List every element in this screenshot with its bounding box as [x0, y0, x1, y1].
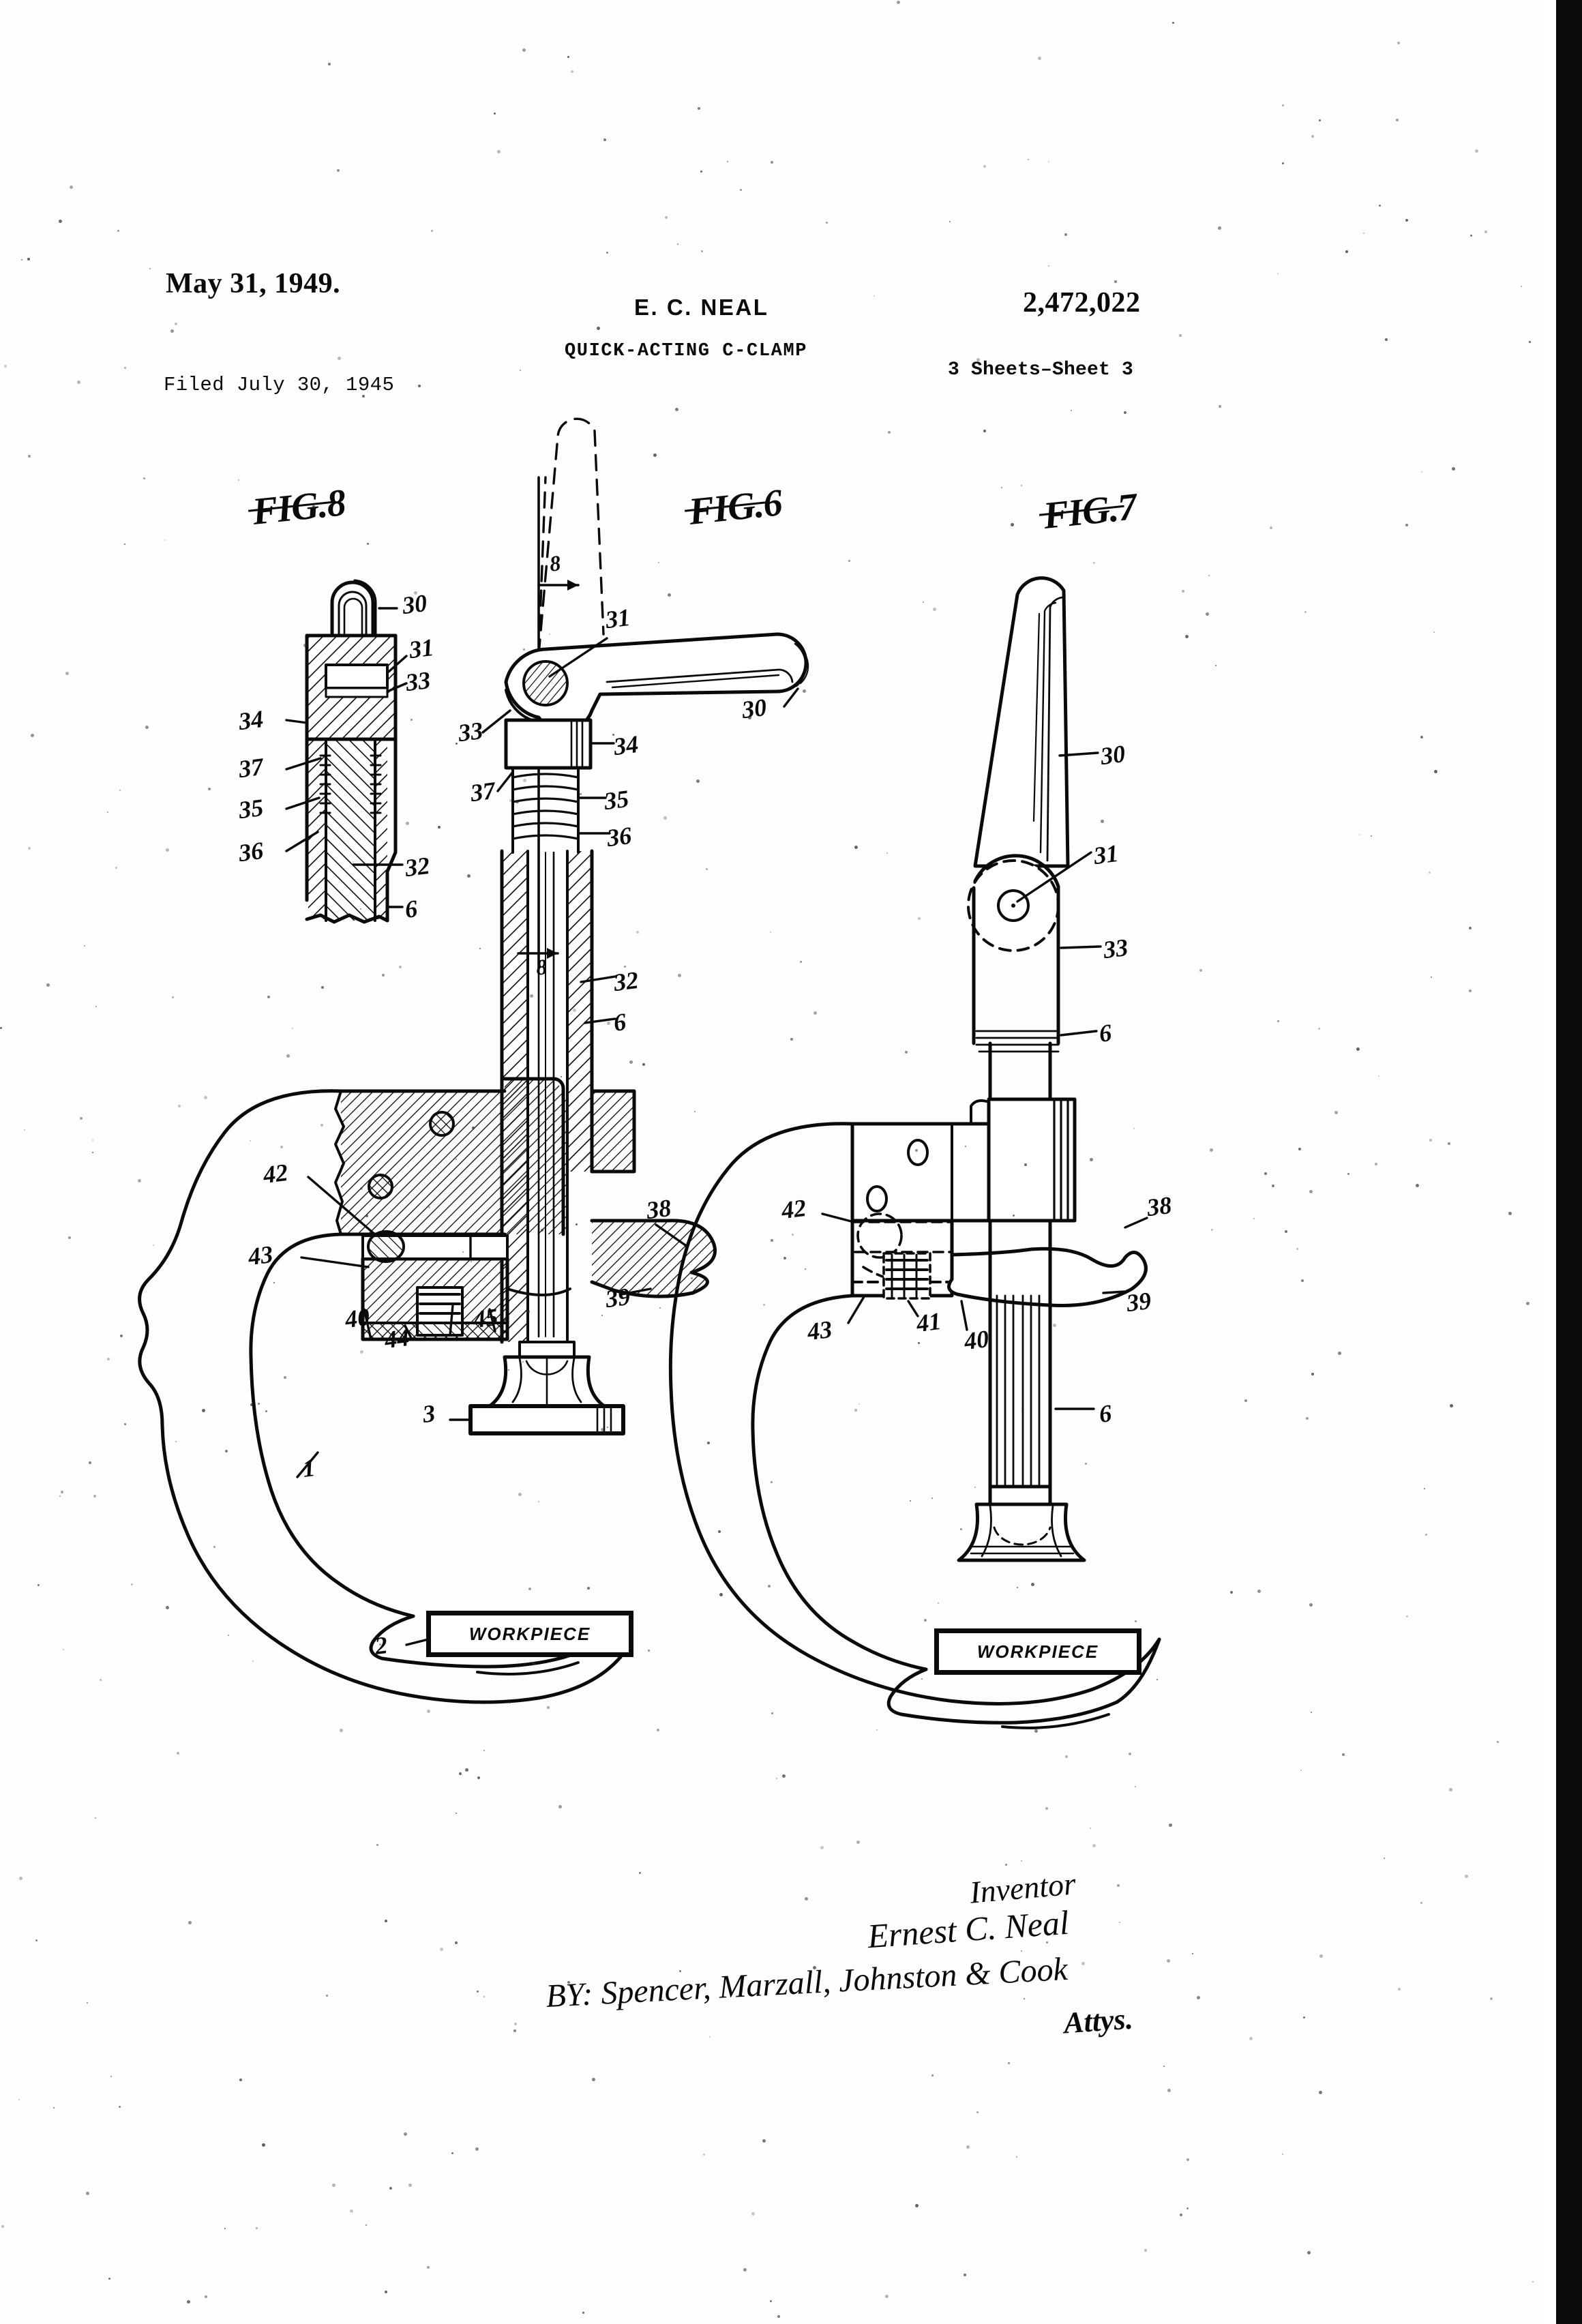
scan-black-margin	[1556, 0, 1582, 2324]
ref-fig6-36: 36	[605, 821, 633, 852]
ref-fig7-40: 40	[962, 1324, 991, 1356]
figure-title-fig7: FIG.7	[1041, 486, 1139, 537]
ref-fig7-33: 33	[1101, 933, 1130, 964]
ref-fig6-30: 30	[740, 693, 768, 724]
issue-date: May 31, 1949.	[166, 268, 341, 299]
ref-fig6-39: 39	[603, 1282, 632, 1313]
ref-fig6-44: 44	[383, 1323, 411, 1354]
ref-fig6-section-8a: 8	[548, 550, 563, 576]
ref-fig6-45: 45	[471, 1302, 500, 1334]
ref-fig6-3: 3	[421, 1399, 437, 1428]
figure-title-fig6: FIG.6	[687, 481, 784, 533]
ref-fig7-6b: 6	[1097, 1399, 1114, 1428]
sheet-number: 3 Sheets–Sheet 3	[948, 359, 1134, 381]
ref-fig7-38: 38	[1145, 1191, 1174, 1222]
figure-title-fig8: FIG.8	[250, 481, 348, 533]
patent-number: 2,472,022	[1023, 287, 1141, 318]
ref-fig6-40: 40	[343, 1302, 372, 1334]
ref-fig6-32: 32	[612, 966, 640, 997]
ref-fig6-35: 35	[602, 784, 631, 816]
ref-fig8-33: 33	[404, 666, 432, 697]
ref-fig8-36: 36	[237, 836, 265, 867]
signature-inventor-name: Ernest C. Neal	[866, 1903, 1071, 1956]
ref-fig8-30: 30	[400, 589, 429, 620]
ref-fig8-31: 31	[407, 633, 436, 664]
ref-fig8-37: 37	[237, 752, 265, 784]
ref-fig6-2: 2	[373, 1631, 389, 1660]
inventor-name: E. C. NEAL	[634, 295, 769, 320]
workpiece-block-fig7: WORKPIECE	[934, 1628, 1141, 1675]
ref-fig6-1: 1	[301, 1454, 317, 1483]
ref-fig7-31: 31	[1092, 839, 1120, 870]
signature-attorneys: BY: Spencer, Marzall, Johnston & Cook	[545, 1950, 1069, 2015]
filing-date: Filed July 30, 1945	[164, 374, 395, 396]
ref-fig6-41: 41	[430, 1294, 459, 1326]
ref-fig8-6: 6	[403, 895, 419, 923]
scan-margin-gutter	[1544, 0, 1556, 2324]
ref-fig6-34: 34	[612, 730, 640, 761]
ref-fig8-34: 34	[237, 704, 265, 736]
ref-fig6-38: 38	[644, 1193, 673, 1225]
ref-fig7-42: 42	[779, 1193, 808, 1225]
ref-fig8-32: 32	[403, 851, 432, 882]
signature-attys-label: Attys.	[1062, 2001, 1135, 2040]
ref-fig6-33: 33	[456, 716, 485, 747]
ref-fig7-41: 41	[914, 1307, 943, 1338]
workpiece-block-fig6: WORKPIECE	[426, 1611, 633, 1657]
ref-fig6-31: 31	[603, 603, 632, 634]
ref-fig7-30: 30	[1099, 739, 1127, 771]
ref-fig6-42: 42	[261, 1158, 290, 1189]
ref-fig6-6: 6	[612, 1008, 628, 1037]
ref-fig7-6a: 6	[1097, 1019, 1114, 1047]
ref-fig6-37: 37	[468, 776, 497, 807]
ref-fig6-43: 43	[246, 1240, 275, 1271]
invention-title: QUICK-ACTING C-CLAMP	[565, 341, 808, 361]
ref-fig7-43: 43	[805, 1315, 834, 1346]
ref-fig7-39: 39	[1124, 1286, 1153, 1317]
ref-fig8-35: 35	[237, 793, 265, 824]
ref-fig6-section-8b: 8	[534, 954, 549, 980]
